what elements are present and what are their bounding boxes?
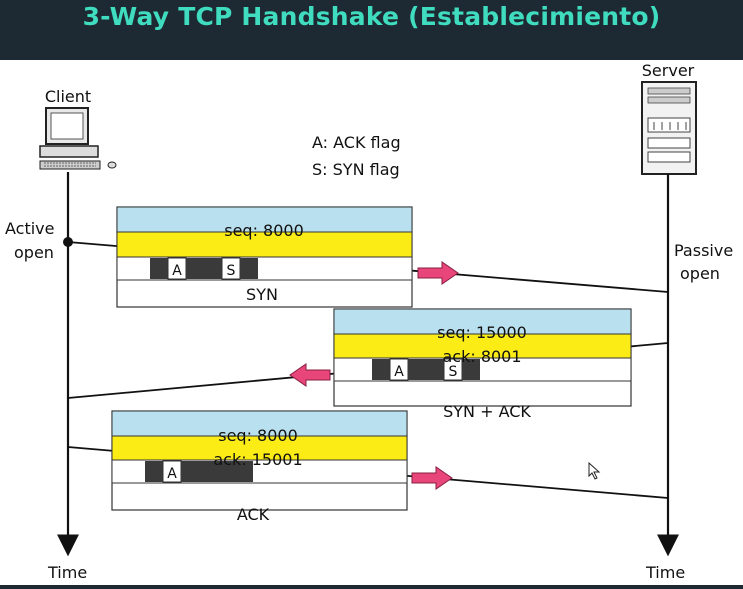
syn-seq-number: seq: 8000	[224, 221, 304, 240]
ack-segment	[111, 410, 408, 511]
synack-syn-flag: S	[449, 364, 458, 380]
ack-segment-label: ACK	[237, 505, 270, 524]
ack-direction-arrow-icon	[411, 466, 453, 490]
legend-syn-flag: S: SYN flag	[312, 160, 400, 179]
passive-label: Passive	[674, 241, 733, 260]
legend-ack-flag: A: ACK flag	[312, 133, 401, 152]
synack-seq-number: seq: 15000	[437, 323, 527, 342]
page-title: 3-Way TCP Handshake (Establecimiento)	[82, 2, 661, 31]
syn-segment-label: SYN	[246, 285, 278, 304]
passive-open-label: open	[680, 264, 720, 283]
syn-segment	[116, 206, 413, 308]
handshake-diagram: Client Server A: ACK flag S: SYN flag Ac…	[5, 61, 733, 582]
synack-direction-arrow-icon	[289, 363, 331, 387]
ack-ack-flag: A	[167, 466, 177, 482]
active-label: Active	[5, 219, 55, 238]
syn-direction-arrow-icon	[417, 261, 459, 285]
synack-ack-flag: A	[394, 364, 404, 380]
syn-syn-flag: S	[227, 263, 236, 279]
client-time-label: Time	[47, 563, 87, 582]
synack-segment-label: SYN + ACK	[443, 402, 531, 421]
synack-ack-number: ack: 8001	[442, 347, 521, 366]
server-label: Server	[642, 61, 695, 80]
diagram-area: Client Server A: ACK flag S: SYN flag Ac…	[0, 60, 743, 585]
header-bar: 3-Way TCP Handshake (Establecimiento)	[0, 0, 743, 60]
client-computer-icon	[39, 107, 117, 170]
active-open-label: open	[14, 243, 54, 262]
synack-segment	[333, 308, 632, 407]
syn-ack-flag: A	[172, 263, 182, 279]
client-label: Client	[45, 87, 91, 106]
ack-seq-number: seq: 8000	[218, 426, 298, 445]
mouse-cursor-icon	[588, 462, 601, 480]
ack-ack-number: ack: 15001	[213, 450, 302, 469]
active-open-dot	[63, 237, 73, 247]
server-icon	[641, 81, 697, 175]
server-time-label: Time	[645, 563, 685, 582]
